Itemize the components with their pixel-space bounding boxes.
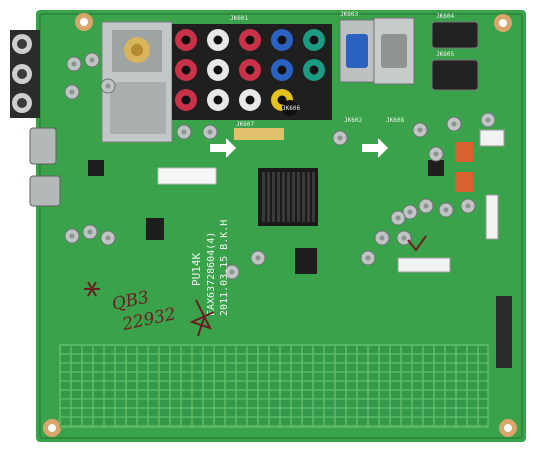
vga-port [339,19,375,83]
lvds-connector [496,296,512,368]
pcb-inner-shade [39,13,523,439]
white-header-3 [479,129,505,147]
mounting-holes [43,13,517,437]
arrow-marking-2 [362,138,388,158]
capacitors [64,52,496,280]
arrow-marking-1 [210,138,236,158]
white-header-1 [397,257,451,273]
connector-label: JK602 [344,117,362,124]
small-ic-1 [295,248,317,274]
connector-label: JK604 [436,13,454,20]
side-hdmi-port-2 [29,175,61,207]
small-ic-4 [428,160,444,176]
small-ic-2 [146,218,164,240]
orange-dip-switch-2 [455,172,473,192]
connector-label: JK607 [236,121,254,128]
rear-hdmi-port-2 [431,59,479,91]
gold-pin-row [234,128,284,140]
av-jack-bank [172,24,332,120]
heatsink-chip [258,168,318,226]
rear-hdmi-port-1 [431,21,479,49]
connector-label: JK606 [282,105,300,112]
model-line-2: EAX63728604(4) [206,232,217,316]
model-silkscreen: PU14K EAX63728604(4) 2011.03.15 B.K.H [190,220,230,316]
small-ic-3 [88,160,104,176]
rs232-port [373,17,415,85]
side-rca-jacks [10,30,40,118]
side-hdmi-port-1 [29,127,57,165]
white-label-sticker [157,167,217,185]
model-line-1: PU14K [190,253,203,286]
marker-check [407,235,427,252]
marker-star [84,281,100,297]
connector-labels: JK601 JK603 JK604 JK605 JK606 JK607 JK60… [230,11,454,128]
marker-scribble [189,299,215,337]
orange-dip-switch-1 [455,142,473,162]
copper-grid [59,344,489,428]
connector-label: JK603 [340,11,358,18]
audio-jack [282,100,298,116]
white-header-2 [485,194,499,240]
model-line-3: 2011.03.15 B.K.H [219,220,230,316]
connector-label: JK605 [436,51,454,58]
connector-label: JK608 [386,117,404,124]
connector-label: JK601 [230,15,248,22]
